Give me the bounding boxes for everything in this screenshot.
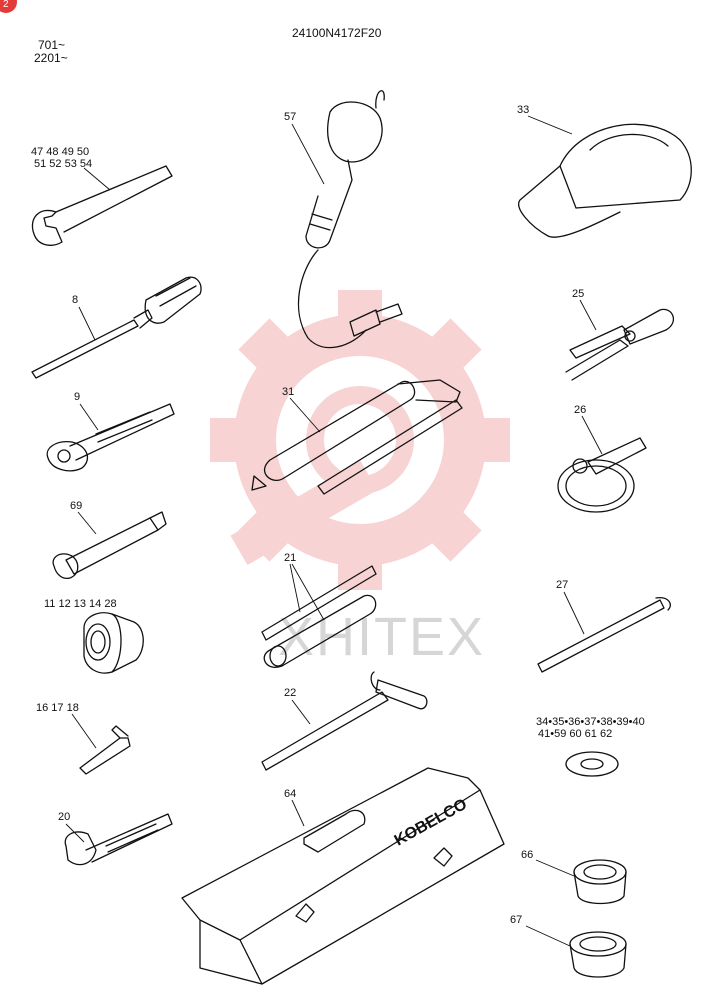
callout-16-18: 16 17 18 bbox=[36, 702, 79, 714]
callout-47-50: 47 48 49 50 bbox=[31, 146, 89, 158]
leader-20 bbox=[65, 823, 85, 843]
svg-text:2: 2 bbox=[3, 0, 9, 10]
leader-9 bbox=[79, 403, 99, 431]
extension-bar bbox=[52, 511, 167, 580]
lever-bar bbox=[537, 597, 671, 673]
leader-22 bbox=[291, 699, 311, 725]
callout-51-54: 51 52 53 54 bbox=[34, 158, 92, 170]
cap bbox=[518, 123, 692, 238]
box-brand-label: KOBELCO bbox=[392, 796, 470, 850]
leader-47 bbox=[83, 167, 111, 191]
open-end-wrench bbox=[31, 165, 173, 246]
leader-64 bbox=[291, 799, 305, 827]
callout-57: 57 bbox=[284, 111, 296, 123]
watermark-text: XHITEX bbox=[278, 607, 485, 667]
serial-range-2: 2201~ bbox=[34, 51, 68, 65]
serial-range-1: 701~ bbox=[38, 38, 65, 52]
leader-26 bbox=[581, 415, 603, 455]
leader-57 bbox=[291, 123, 325, 185]
callout-22: 22 bbox=[284, 687, 296, 699]
filter-wrench bbox=[557, 437, 647, 513]
callout-25: 25 bbox=[572, 288, 584, 300]
ratchet-handle bbox=[46, 403, 175, 472]
leader-27 bbox=[563, 591, 585, 635]
callout-9: 9 bbox=[74, 391, 80, 403]
callout-11-28: 11 12 13 14 28 bbox=[44, 598, 117, 610]
leader-21 bbox=[289, 563, 325, 621]
toolbox bbox=[181, 767, 505, 985]
callout-69: 69 bbox=[70, 500, 82, 512]
callout-41-62: 41•59 60 61 62 bbox=[538, 728, 612, 740]
leader-16 bbox=[71, 713, 97, 749]
part-number: 24100N4172F20 bbox=[292, 26, 382, 40]
leader-31 bbox=[289, 397, 321, 433]
filter-cap-66 bbox=[573, 859, 627, 905]
t-handle bbox=[261, 671, 428, 771]
socket bbox=[83, 612, 144, 674]
callout-21: 21 bbox=[284, 552, 296, 564]
callout-64: 64 bbox=[284, 788, 296, 800]
leader-25 bbox=[579, 299, 597, 331]
callout-26: 26 bbox=[574, 404, 586, 416]
callout-66: 66 bbox=[521, 849, 533, 861]
watermark-gear-logo bbox=[210, 290, 510, 590]
leader-67 bbox=[525, 925, 571, 947]
inspection-lamp bbox=[297, 90, 403, 349]
callout-27: 27 bbox=[556, 579, 568, 591]
callout-31: 31 bbox=[282, 386, 294, 398]
callout-33: 33 bbox=[517, 104, 529, 116]
hex-key bbox=[79, 725, 131, 775]
callout-67: 67 bbox=[510, 914, 522, 926]
filter-cap-67 bbox=[569, 931, 627, 978]
leader-66 bbox=[535, 859, 575, 877]
corner-badge: 2 bbox=[0, 0, 17, 13]
leader-33 bbox=[527, 115, 573, 135]
callout-20: 20 bbox=[58, 811, 70, 823]
box-wrench bbox=[261, 565, 377, 668]
washer bbox=[565, 751, 619, 777]
pliers bbox=[565, 308, 675, 381]
leader-69 bbox=[77, 511, 97, 535]
leader-8 bbox=[78, 306, 96, 341]
adjustable-wrench bbox=[64, 813, 173, 866]
callout-34-40: 34•35•36•37•38•39•40 bbox=[536, 716, 645, 728]
callout-8: 8 bbox=[72, 294, 78, 306]
screwdriver bbox=[31, 276, 202, 379]
grease-gun bbox=[251, 379, 463, 495]
